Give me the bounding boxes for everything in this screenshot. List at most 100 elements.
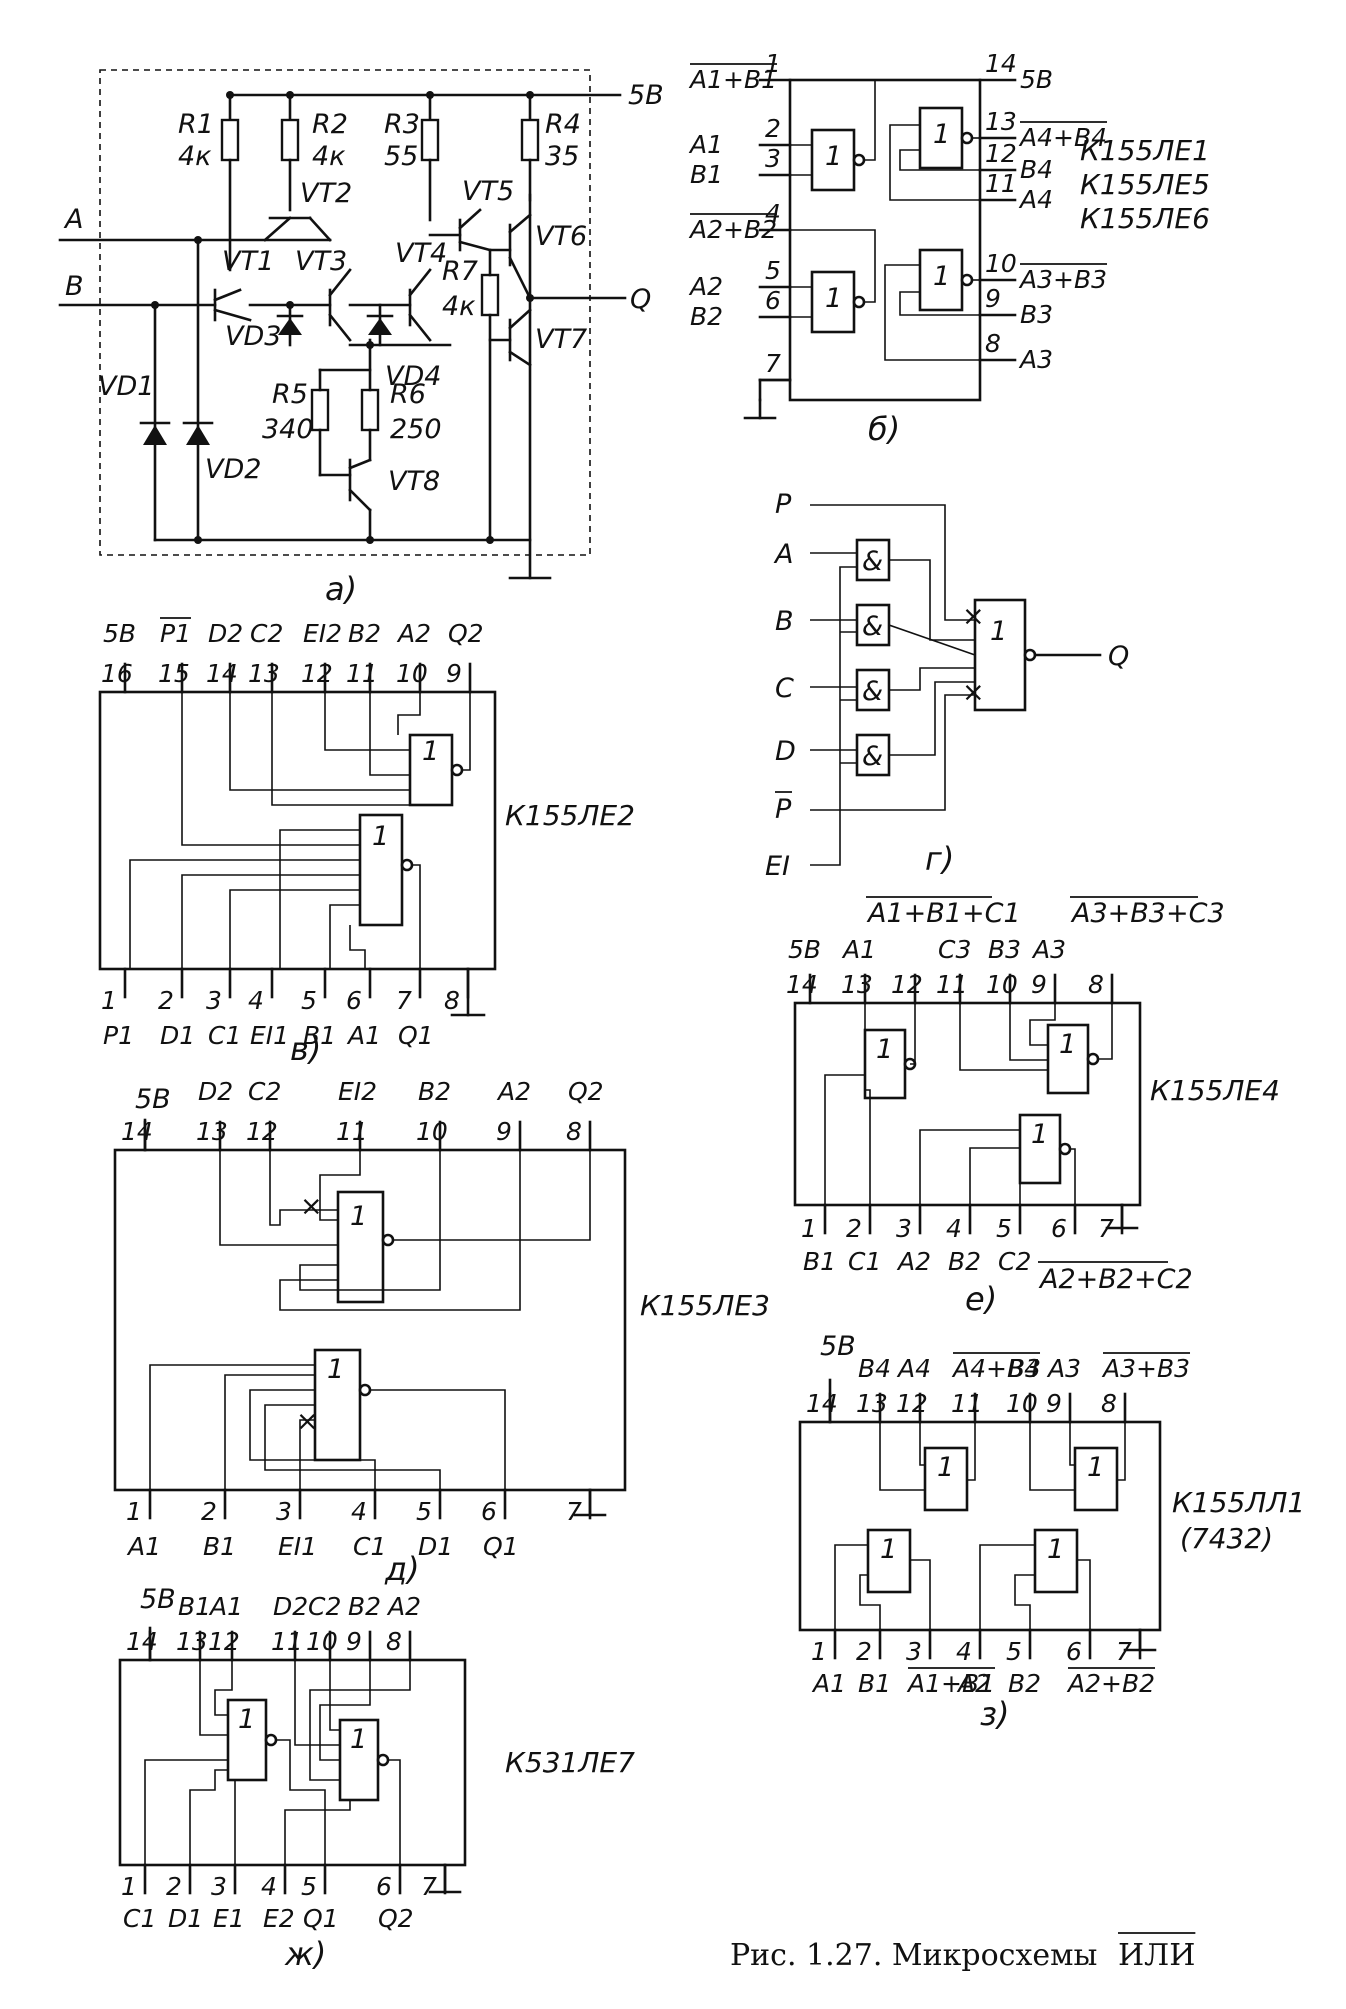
svg-text:VT7: VT7 bbox=[535, 324, 587, 355]
chip-name: К155ЛЕ3 bbox=[640, 1289, 770, 1322]
svg-text:55: 55 bbox=[384, 141, 418, 172]
expr-a3b3c3: A3+B3+C3 bbox=[1070, 898, 1225, 929]
transistor-vt8: VT8 bbox=[318, 458, 440, 542]
svg-text:1: 1 bbox=[1031, 1119, 1048, 1150]
pin-signal: A1+B1 bbox=[688, 65, 777, 94]
transistor-vt2: VT2 bbox=[263, 178, 352, 242]
svg-text:1: 1 bbox=[1059, 1029, 1076, 1060]
transistor-vt7: VT7 bbox=[488, 308, 587, 367]
pin-signal: D1 bbox=[418, 1532, 453, 1561]
svg-text:1: 1 bbox=[880, 1534, 897, 1565]
pin-signal: EI2 bbox=[338, 1077, 377, 1106]
pin-number: 3 bbox=[206, 986, 222, 1015]
chip-alt-name: (7432) bbox=[1180, 1522, 1273, 1555]
pin-signal: B3 bbox=[1008, 1354, 1041, 1383]
pin-number: 8 bbox=[1101, 1389, 1117, 1418]
svg-text:1: 1 bbox=[990, 616, 1007, 647]
caption-overline-word: ИЛИ bbox=[1118, 1938, 1195, 1973]
or-gate-2 bbox=[338, 1718, 380, 1802]
pin-number: 5 bbox=[996, 1214, 1012, 1243]
transistor-vt4: VT4 bbox=[348, 238, 447, 342]
pin-signal: A3 bbox=[1031, 935, 1066, 964]
chip-name: К155ЛЕ4 bbox=[1150, 1074, 1280, 1107]
or-gate-2 bbox=[1018, 1113, 1062, 1185]
pin-signal: A4 bbox=[896, 1354, 931, 1383]
input-c: C bbox=[775, 673, 794, 704]
or-gate-2 bbox=[1033, 1528, 1079, 1594]
pin-signal: B2 bbox=[948, 1247, 981, 1276]
pin-signal: B4 bbox=[858, 1354, 891, 1383]
pin-signal: A3+B3 bbox=[1018, 265, 1107, 294]
pin-signal: C2 bbox=[308, 1592, 341, 1621]
pin-signal: A1 bbox=[208, 1592, 243, 1621]
pin-signal: C3 bbox=[938, 935, 971, 964]
svg-text:&: & bbox=[862, 676, 883, 707]
package-outline bbox=[99, 69, 591, 556]
svg-text:VT1: VT1 bbox=[222, 246, 274, 277]
chip-name-1: К155ЛЕ1 bbox=[1080, 134, 1210, 167]
svg-text:1: 1 bbox=[372, 821, 389, 852]
or-gate-1 bbox=[358, 813, 404, 927]
pin-signal: B2 bbox=[348, 1592, 381, 1621]
chip-body bbox=[788, 78, 982, 402]
svg-text:1: 1 bbox=[350, 1201, 367, 1232]
pin-number: 5 bbox=[416, 1497, 432, 1526]
pin-signal: D1 bbox=[168, 1904, 203, 1933]
svg-text:1: 1 bbox=[1047, 1534, 1064, 1565]
pin-number: 11 bbox=[336, 1117, 368, 1146]
pin-number: 2 bbox=[856, 1637, 872, 1666]
pin-signal: D2 bbox=[208, 619, 243, 648]
chip-body bbox=[113, 1148, 627, 1492]
pin-number: 7 bbox=[1098, 1214, 1114, 1243]
pin-number: 14 bbox=[985, 49, 1017, 78]
pin-number: 13 bbox=[985, 107, 1017, 136]
pin-signal: EI1 bbox=[278, 1532, 317, 1561]
pin-number: 12 bbox=[246, 1117, 278, 1146]
pin-number: 2 bbox=[166, 1872, 182, 1901]
pin-number: 9 bbox=[1031, 970, 1047, 999]
expr-a1b1c1: A1+B1+C1 bbox=[866, 898, 1021, 929]
input-ei: EI bbox=[765, 851, 790, 882]
pin-number: 4 bbox=[261, 1872, 277, 1901]
pin-number: 6 bbox=[1066, 1637, 1082, 1666]
pin-signal: A3+B3 bbox=[1101, 1354, 1190, 1383]
svg-text:4к: 4к bbox=[442, 291, 476, 322]
svg-text:R2: R2 bbox=[312, 109, 348, 140]
pin-signal: A3 bbox=[1046, 1354, 1081, 1383]
pin-signal: 5В bbox=[1020, 65, 1053, 94]
part-e-label: е) bbox=[965, 1280, 997, 1318]
pin-signal: C1 bbox=[353, 1532, 386, 1561]
svg-text:1: 1 bbox=[933, 119, 950, 150]
pin-number: 14 bbox=[126, 1627, 158, 1656]
svg-text:R3: R3 bbox=[384, 109, 420, 140]
pin-signal: A2+B2 bbox=[688, 215, 777, 244]
output-q-label: Q bbox=[630, 284, 651, 315]
svg-text:VD2: VD2 bbox=[205, 454, 261, 485]
or-gate-2 bbox=[336, 1190, 385, 1304]
input-a: A bbox=[773, 539, 793, 570]
svg-text:35: 35 bbox=[545, 141, 579, 172]
svg-text:4к: 4к bbox=[312, 141, 346, 172]
internal-wiring bbox=[144, 1626, 462, 1894]
internal-wiring bbox=[143, 1118, 607, 1517]
svg-text:×: × bbox=[300, 1191, 323, 1222]
pin-number: 6 bbox=[481, 1497, 497, 1526]
pin-signal: Q2 bbox=[568, 1077, 604, 1106]
pin-number: 14 bbox=[121, 1117, 153, 1146]
svg-text:VT2: VT2 bbox=[300, 178, 352, 209]
svg-text:VD4: VD4 bbox=[385, 361, 441, 392]
pin-number: 13 bbox=[856, 1389, 888, 1418]
pin-number: 7 bbox=[1116, 1637, 1132, 1666]
pin-number: 7 bbox=[421, 1872, 437, 1901]
